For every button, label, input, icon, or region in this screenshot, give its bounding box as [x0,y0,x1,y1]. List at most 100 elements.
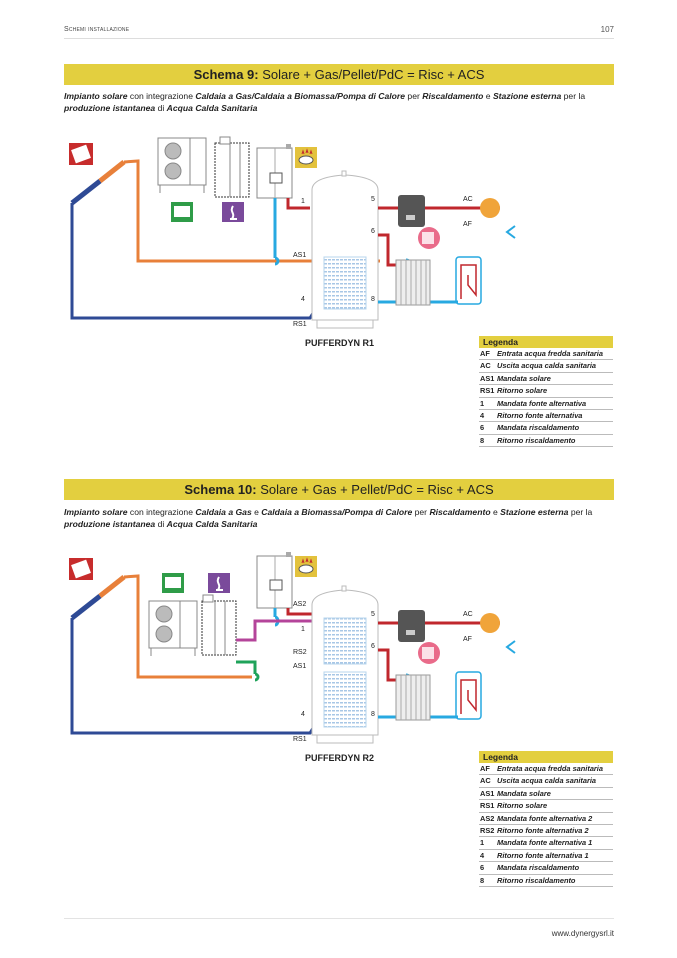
description-run: Impianto solare [64,91,128,101]
label-rs1: RS1 [293,321,307,328]
description-run: Stazione esterna [492,91,562,101]
schema-10-title-number: Schema 10: [184,482,257,497]
radiator-icon [395,259,431,306]
pipe-1-flow [236,619,312,642]
legend-description: Ritorno fonte alternativa [497,410,583,420]
description-run: e [483,91,493,101]
legend-code: AF [480,764,490,773]
label-5: 5 [371,196,375,203]
legend-code: 1 [480,838,485,848]
footer-website: www.dynergysrl.it [551,929,614,938]
legend-description: Mandata fonte alternativa 1 [497,838,593,848]
description-run: Acqua Calda Sanitaria [166,103,258,113]
external-station-icon [398,195,425,227]
legend-description: Ritorno fonte alternativa 2 [497,825,589,835]
collector-panel-hot [98,160,126,183]
legend-code: 6 [480,423,485,433]
collector-panel-cold [70,179,102,205]
legend-code: 1 [480,398,485,408]
heat-pump-badge-icon [162,573,184,593]
label-4: 4 [301,711,305,718]
description-run: Acqua Calda Sanitaria [166,519,258,529]
label-af: AF [463,221,472,228]
underfloor-heating-icon [455,256,482,305]
schema-10-svg: AS2 1 RS2 AS1 4 RS1 5 6 8 AC AF [69,552,516,744]
schema-10-description: Impianto solare con integrazione Caldaia… [64,506,620,530]
description-run: e [490,507,501,517]
schema-10-title: Schema 10: Solare + Gas + Pellet/PdC = R… [64,479,614,500]
schema-9-svg: 1 AS1 4 RS1 5 6 8 AC AF [69,136,516,329]
legend-code: RS1 [480,386,495,396]
legend-code: AS2 [480,813,495,823]
description-run: con integrazione [127,507,196,517]
label-as2: AS2 [293,601,306,608]
label-rs2: RS2 [293,649,307,656]
legend-description: Ritorno riscaldamento [497,875,576,885]
description-run: Riscaldamento [429,507,491,517]
legend-code: AS1 [480,373,495,383]
legend-code: 8 [480,875,485,885]
legend-row: 1 Mandata fonte alternativa [479,398,613,410]
legend-title: Legenda [479,751,613,763]
label-rs1: RS1 [293,736,307,743]
label-af: AF [463,636,472,643]
label-5: 5 [371,611,375,618]
biomass-boiler-icon [201,594,237,656]
heat-pump-icon [148,600,198,656]
legend-code: RS1 [480,801,495,811]
label-4: 4 [301,296,305,303]
schema-9-description: Impianto solare con integrazione Caldaia… [64,90,620,114]
page-header: Schemi installazione 107 [64,24,614,39]
legend-title: Legenda [479,336,613,348]
heat-pump-icon [157,137,207,193]
schema-10-title-text: Solare + Gas + Pellet/PdC = Risc + ACS [256,482,494,497]
gas-badge-icon [295,147,317,168]
description-run: per la [568,507,593,517]
legend-description: Entrata acqua fredda sanitaria [497,764,603,773]
section-label: Schemi installazione [64,26,130,33]
description-run: e [251,507,262,517]
biomass-boiler-icon [214,136,250,198]
legend-code: 4 [480,410,485,420]
radiator-icon [395,674,431,721]
legend-description: Mandata solare [497,788,551,798]
hot-water-tap-icon [480,613,500,633]
label-1: 1 [301,198,305,205]
label-6: 6 [371,643,375,650]
legend-row: 4 Ritorno fonte alternativa [479,410,613,423]
legend-description: Mandata fonte alternativa 2 [497,813,593,823]
collector-panel-cold [70,594,102,620]
legend-description: Mandata solare [497,373,551,383]
schema-9-title-number: Schema 9: [193,67,259,82]
biomass-badge-icon [222,202,244,222]
label-8: 8 [371,711,375,718]
description-run: di [155,103,167,113]
hot-water-tap-icon [480,198,500,218]
puffer-tank [311,170,379,329]
schema-9-tank-name: PUFFERDYN R1 [305,338,375,348]
description-run: Caldaia a Gas/Caldaia a Biomassa/Pompa d… [195,91,406,101]
description-run: per la [561,91,586,101]
legend-description: Ritorno fonte alternativa 1 [497,850,589,860]
legend-code: 8 [480,435,485,445]
legend-code: AC [480,776,491,786]
legend-description: Mandata fonte alternativa [497,398,587,408]
schema-9-title: Schema 9: Solare + Gas/Pellet/PdC = Risc… [64,64,614,85]
collector-panel-hot [98,575,126,598]
legend-code: RS2 [480,825,495,835]
legend-description: Uscita acqua calda sanitaria [497,361,597,371]
solar-collector-icon [69,558,93,580]
pipe-as1 [123,574,252,679]
label-ac: AC [463,611,473,618]
